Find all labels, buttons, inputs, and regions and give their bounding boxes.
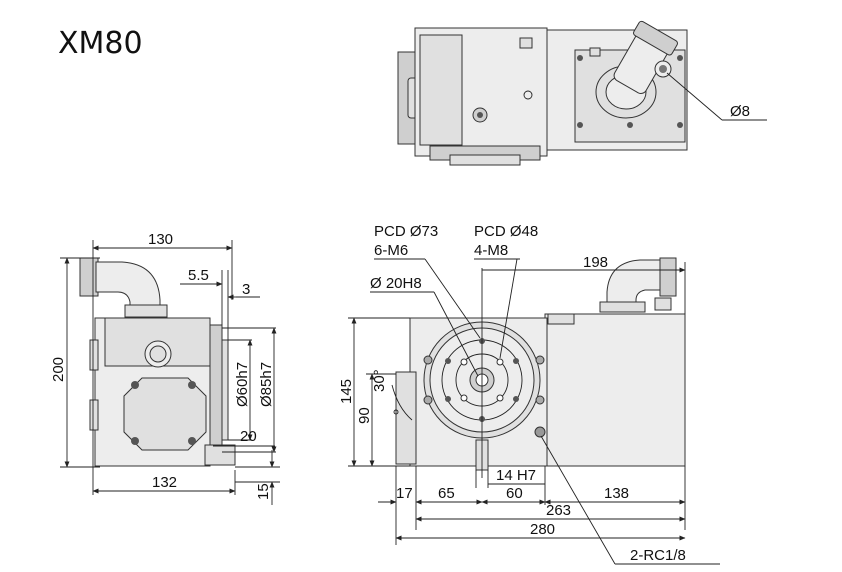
dim-200: 200 <box>50 357 67 382</box>
dim-132: 132 <box>152 474 177 491</box>
dim-60: 60 <box>506 485 523 502</box>
label-pcd-48: PCD Ø48 <box>474 223 538 240</box>
dim-90: 90 <box>356 407 373 424</box>
dim-15: 15 <box>255 483 272 500</box>
dim-3: 3 <box>242 281 250 298</box>
dim-5-5: 5.5 <box>188 267 209 284</box>
dim-17: 17 <box>396 485 413 502</box>
front-view: PCD Ø73 6-M6 PCD Ø48 4-M8 Ø 20H8 198 145… <box>338 223 720 565</box>
dim-65: 65 <box>438 485 455 502</box>
label-6-m6: 6-M6 <box>374 242 408 259</box>
model-title: XM80 <box>58 26 143 61</box>
dim-85h7: Ø85h7 <box>258 362 275 407</box>
dim-280: 280 <box>530 521 555 538</box>
dim-60h7: Ø60h7 <box>234 362 251 407</box>
dim-138: 138 <box>604 485 629 502</box>
top-view: Ø8 <box>397 20 767 166</box>
label-4-m8: 4-M8 <box>474 242 508 259</box>
dim-14h7: 14 H7 <box>496 467 536 484</box>
dim-198: 198 <box>583 254 608 271</box>
label-pcd-73: PCD Ø73 <box>374 223 438 240</box>
dim-20: 20 <box>240 428 257 445</box>
side-view: 130 5.5 3 200 Ø60h7 Ø85h7 20 132 15 <box>50 231 280 505</box>
label-bore: Ø 20H8 <box>370 275 422 292</box>
angle-30: 30° <box>371 369 388 392</box>
dim-145: 145 <box>338 379 355 404</box>
label-rc: 2-RC1/8 <box>630 547 686 564</box>
port-diameter-label: Ø8 <box>730 103 750 120</box>
dim-130: 130 <box>148 231 173 248</box>
dim-263: 263 <box>546 502 571 519</box>
